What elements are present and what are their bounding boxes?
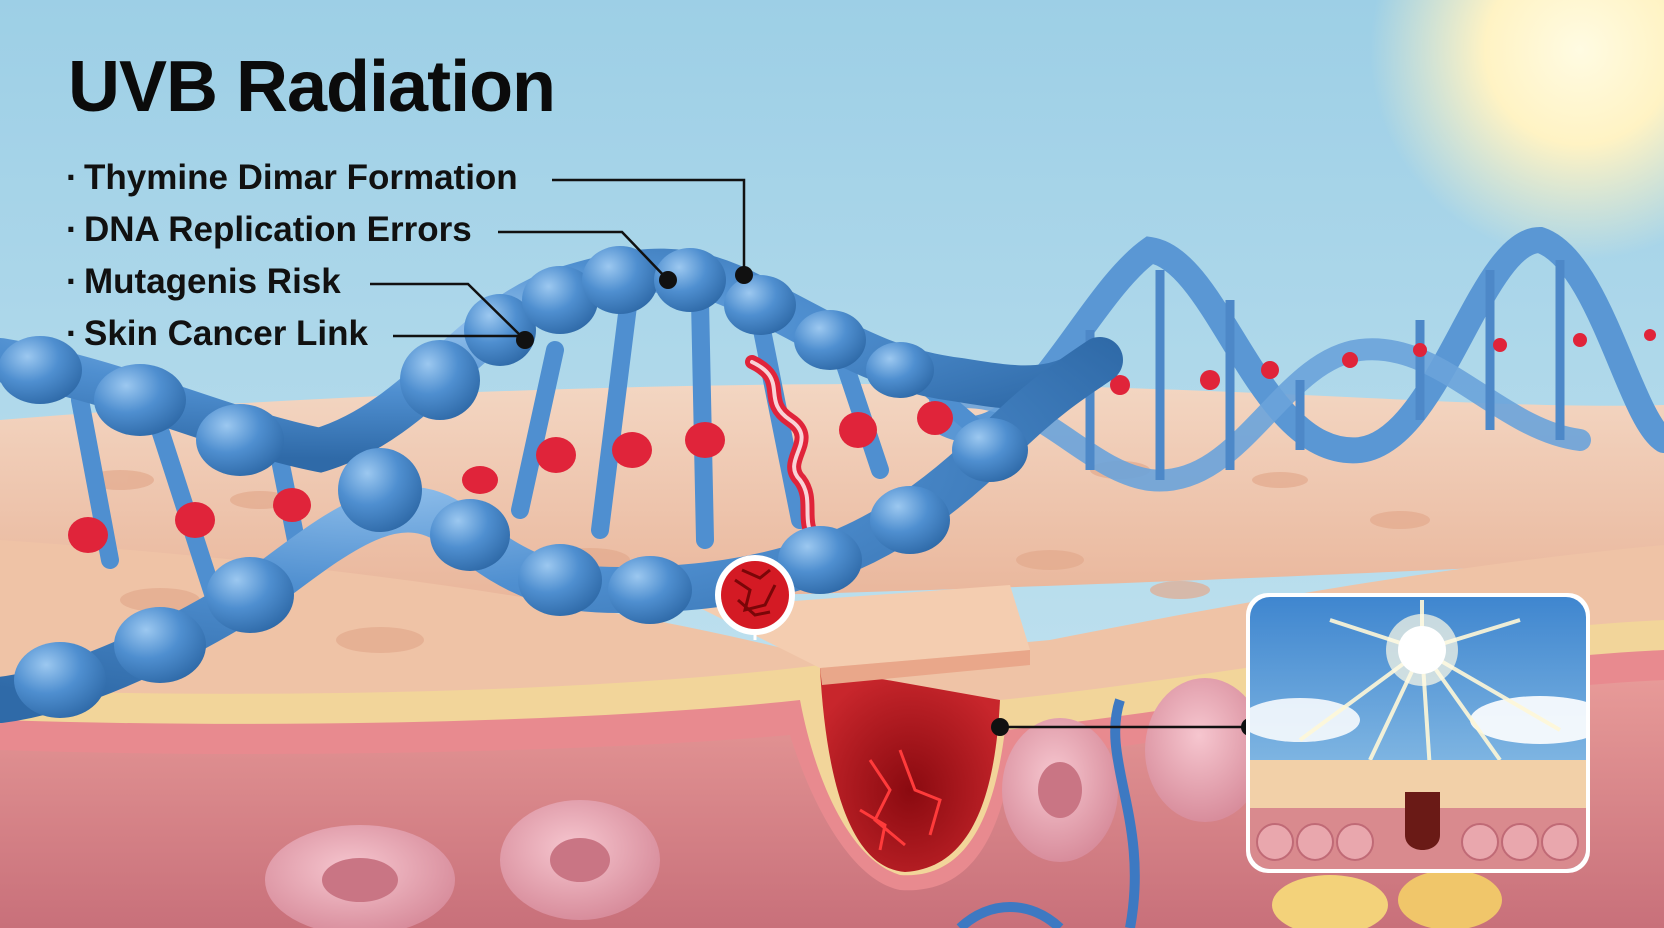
dermal-cells xyxy=(265,678,1502,928)
sun-icon xyxy=(1370,0,1664,260)
inset-sun-skin xyxy=(1246,593,1590,873)
bullet-skin-cancer: ·Skin Cancer Link xyxy=(66,314,368,353)
dna-helix xyxy=(0,246,1123,723)
bullet-replication-errors: ·DNA Replication Errors xyxy=(66,210,472,249)
damaged-cell-icon xyxy=(715,555,795,640)
page-title: UVB Radiation xyxy=(68,47,556,127)
dna-helix-far xyxy=(927,226,1664,492)
bullet-mutagenesis-risk: ·Mutagenis Risk xyxy=(66,262,341,301)
bullet-list: ·Thymine Dimar Formation ·DNA Replicatio… xyxy=(66,152,518,360)
bullet-thymine-dimer: ·Thymine Dimar Formation xyxy=(66,158,518,197)
skin-lesion xyxy=(820,668,1000,872)
callout-lines xyxy=(370,178,1250,729)
lesion-cracks xyxy=(859,749,942,851)
